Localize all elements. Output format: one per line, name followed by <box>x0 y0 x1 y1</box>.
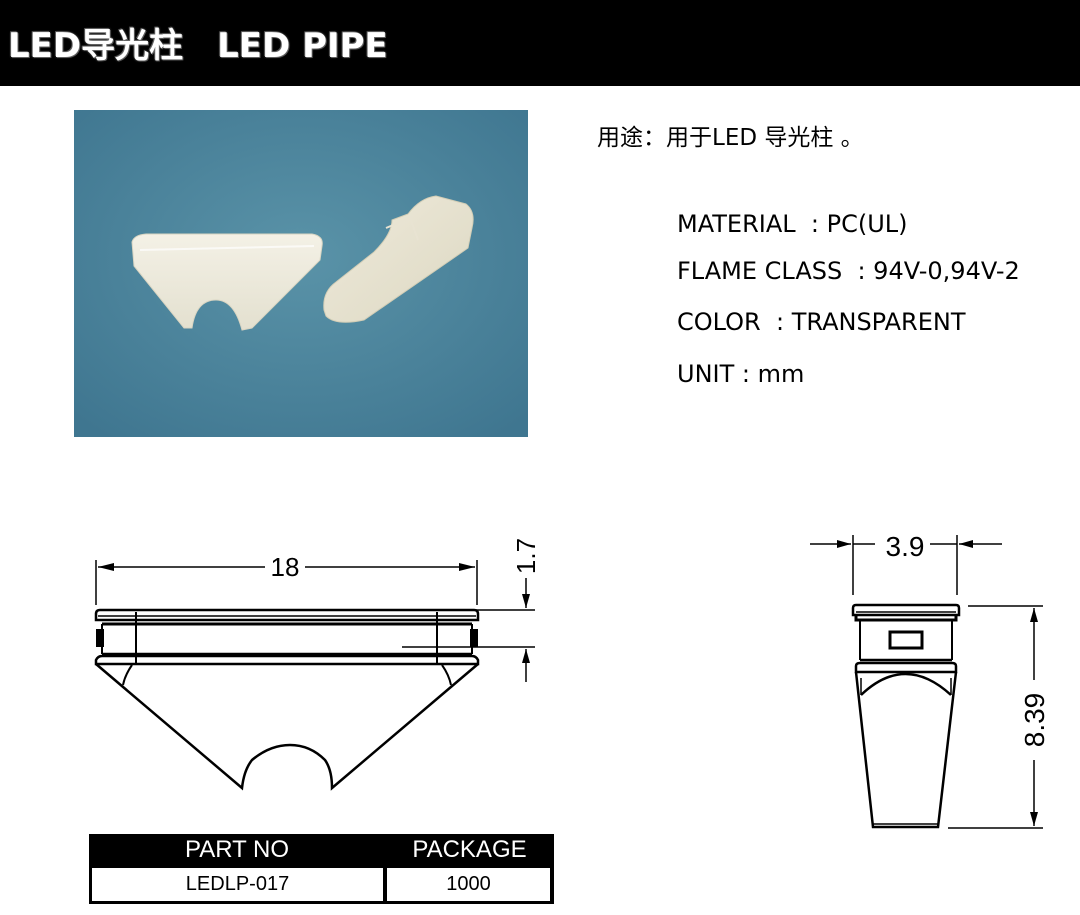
front-view-drawing: 18 1.7 <box>94 538 541 791</box>
product-photo-image <box>74 110 528 437</box>
spec-flame-class: FLAME CLASS : 94V-0,94V-2 <box>677 257 1020 285</box>
table-cell-part-no: LEDLP-017 <box>92 868 383 901</box>
usage-text: 用途：用于LED 导光柱 。 <box>597 125 864 151</box>
spec-material: MATERIAL : PC(UL) <box>677 210 908 238</box>
page-title: LED导光柱 LED PIPE <box>8 26 388 66</box>
table-header-package: PACKAGE <box>412 836 527 863</box>
side-width-dimension: 3.9 <box>886 531 925 562</box>
product-photo <box>74 110 528 437</box>
table-cell-package: 1000 <box>387 868 550 901</box>
part-table: PART NO PACKAGE LEDLP-017 1000 <box>89 834 554 904</box>
side-height-dimension: 8.39 <box>1019 693 1050 748</box>
header-bar: LED导光柱 LED PIPE <box>0 0 1080 86</box>
spec-color: COLOR : TRANSPARENT <box>677 308 966 336</box>
side-view-drawing: 3.9 8.39 <box>810 531 1050 829</box>
table-header-part-no: PART NO <box>184 836 290 863</box>
spec-unit: UNIT : mm <box>677 360 805 388</box>
front-width-dimension: 18 <box>271 552 300 582</box>
front-height-dimension: 1.7 <box>511 538 541 574</box>
